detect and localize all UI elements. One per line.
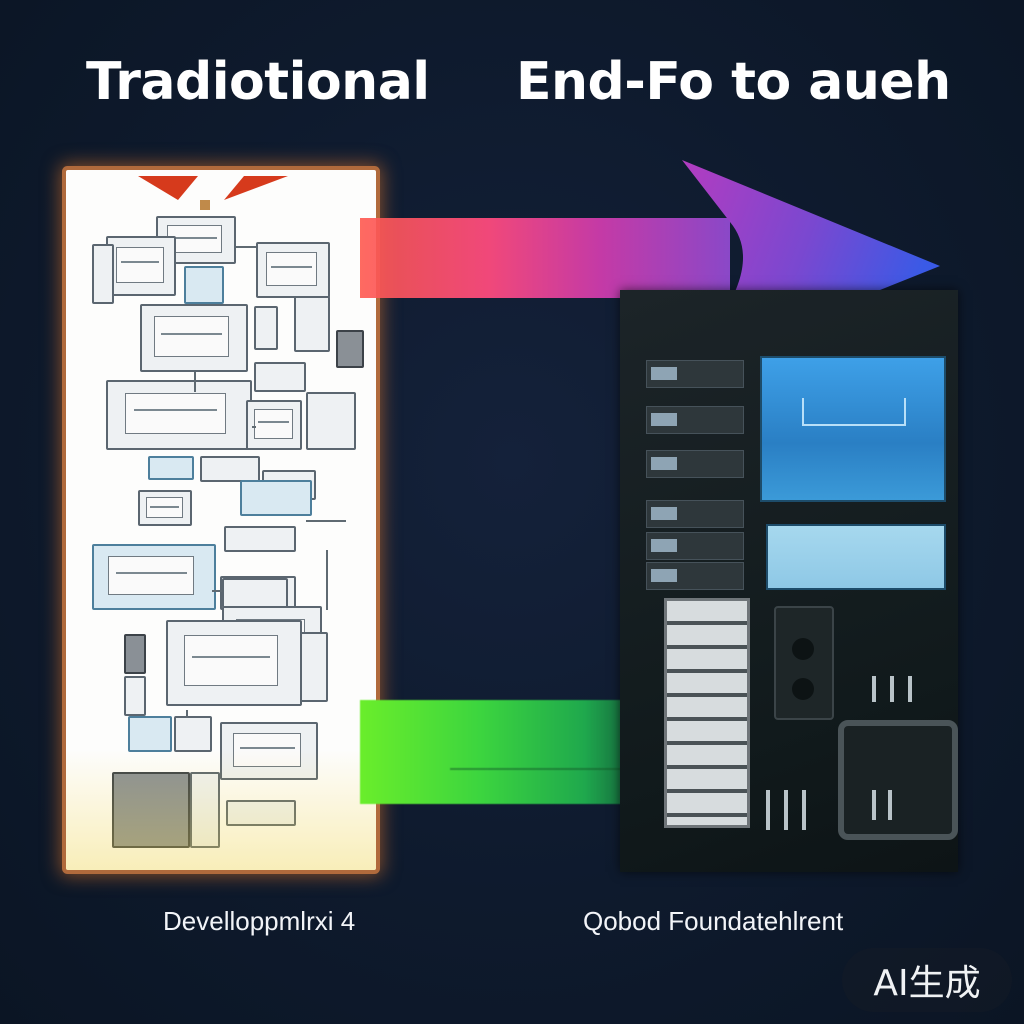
rack-unit bbox=[646, 360, 744, 388]
module-box bbox=[124, 676, 146, 716]
module-box bbox=[112, 772, 190, 848]
foundation-system-panel bbox=[620, 290, 958, 872]
ai-generated-badge: AI生成 bbox=[842, 948, 1012, 1012]
connector-pin bbox=[890, 676, 894, 702]
module-box bbox=[336, 330, 364, 368]
connector-pin bbox=[802, 790, 806, 830]
caption-development: Develloppmlrxi 4 bbox=[163, 906, 356, 936]
module-box bbox=[256, 242, 330, 298]
module-box bbox=[124, 634, 146, 674]
rack-unit bbox=[646, 532, 744, 560]
title-traditional: Tradiotional bbox=[86, 52, 430, 112]
module-box bbox=[306, 392, 356, 450]
monitor-icon bbox=[760, 356, 946, 502]
module-box bbox=[148, 456, 194, 480]
rack-unit bbox=[646, 500, 744, 528]
caption-foundation: Qobod Foundatehlrent bbox=[583, 906, 844, 936]
module-box bbox=[92, 544, 216, 610]
control-unit bbox=[774, 606, 834, 720]
connector-wire bbox=[326, 550, 328, 610]
server-rack-icon bbox=[664, 598, 750, 828]
module-box bbox=[254, 362, 306, 392]
rack-unit bbox=[646, 450, 744, 478]
connector-pin bbox=[872, 790, 876, 820]
transition-arrow-shaft bbox=[360, 218, 730, 298]
module-box bbox=[300, 632, 328, 702]
connector-pin bbox=[908, 676, 912, 702]
connector-wire bbox=[252, 426, 256, 428]
module-box bbox=[254, 306, 278, 350]
module-box bbox=[92, 244, 114, 304]
module-box bbox=[138, 490, 192, 526]
circuit-board-icon bbox=[838, 720, 958, 840]
signal-band bbox=[360, 700, 660, 804]
connector-pin bbox=[888, 790, 892, 820]
module-box bbox=[140, 304, 248, 372]
connector-wire bbox=[236, 246, 256, 248]
module-box bbox=[226, 800, 296, 826]
rack-unit bbox=[646, 562, 744, 590]
connector-pin bbox=[766, 790, 770, 830]
connector-pin bbox=[784, 790, 788, 830]
module-box bbox=[190, 772, 220, 848]
module-box bbox=[174, 716, 212, 752]
connector-wire bbox=[186, 710, 188, 718]
traditional-system-panel bbox=[66, 170, 376, 870]
module-box bbox=[106, 236, 176, 296]
module-box bbox=[128, 716, 172, 752]
module-box bbox=[240, 480, 312, 516]
module-box bbox=[166, 620, 302, 706]
module-box bbox=[246, 400, 302, 450]
connector-pin bbox=[872, 676, 876, 702]
module-box bbox=[106, 380, 252, 450]
module-box bbox=[294, 296, 330, 352]
connector-wire bbox=[212, 590, 222, 592]
connector-wire bbox=[306, 520, 346, 522]
title-end-to-end: End-Fo to aueh bbox=[516, 52, 951, 112]
connector-wire bbox=[194, 372, 196, 392]
monitor-icon bbox=[766, 524, 946, 590]
module-box bbox=[222, 578, 288, 608]
rack-unit bbox=[646, 406, 744, 434]
module-box bbox=[184, 266, 224, 304]
module-box bbox=[220, 722, 318, 780]
module-box bbox=[224, 526, 296, 552]
module-box bbox=[200, 456, 260, 482]
top-arrows-icon bbox=[138, 176, 288, 210]
